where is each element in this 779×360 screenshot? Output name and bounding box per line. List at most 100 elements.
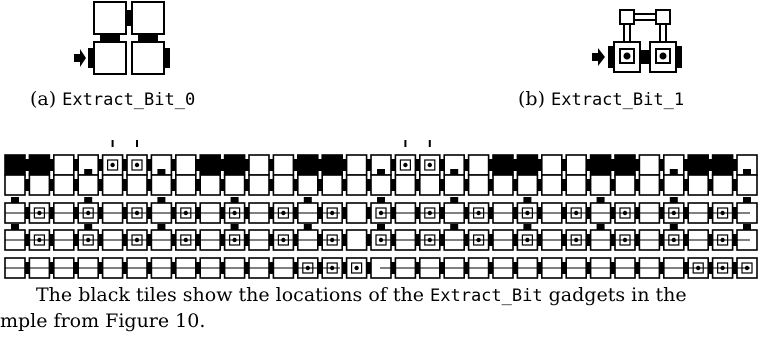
glue	[683, 159, 688, 171]
vertical-glue	[11, 169, 19, 175]
inner-dot	[403, 162, 408, 168]
tile	[199, 154, 221, 176]
tile	[418, 174, 441, 196]
tile	[565, 174, 588, 196]
glue	[342, 234, 347, 246]
vertical-glue	[11, 197, 19, 203]
tile	[345, 154, 368, 176]
glue	[49, 179, 54, 191]
glue	[732, 159, 737, 171]
tile	[199, 174, 221, 196]
tile	[662, 174, 685, 196]
glue	[537, 179, 542, 191]
glue	[439, 179, 444, 191]
glue	[464, 179, 469, 191]
vertical-glue	[84, 197, 93, 203]
tile	[443, 174, 466, 196]
glue-middle	[640, 50, 650, 64]
extract-bit-1-diagram	[592, 9, 682, 73]
vertical-glue	[523, 224, 532, 230]
glue	[415, 159, 420, 171]
caption-b: (b)Extract_Bit_1	[518, 88, 684, 110]
glue	[659, 179, 664, 191]
glue	[391, 159, 395, 171]
vertical-glue	[11, 224, 19, 230]
vertical-glue	[523, 169, 532, 175]
vertical-glue	[450, 197, 459, 203]
tile	[467, 154, 490, 176]
tile-bottom-left	[93, 41, 127, 75]
glue-input	[88, 48, 94, 68]
tile	[467, 174, 490, 196]
caption-line-1: The black tiles show the locations of th…	[0, 283, 779, 309]
tile	[614, 154, 636, 176]
glue	[342, 159, 347, 171]
small-tile-right	[655, 9, 671, 25]
glue	[513, 159, 517, 171]
glue	[195, 159, 200, 171]
tile	[736, 174, 758, 196]
tile	[540, 154, 563, 176]
tile	[540, 174, 563, 196]
glue	[439, 159, 444, 171]
tile	[175, 174, 197, 196]
glue	[561, 159, 566, 171]
tile	[4, 174, 26, 196]
glue	[342, 262, 347, 274]
tile	[711, 154, 734, 176]
input-arrow-icon	[592, 48, 605, 66]
glue	[195, 179, 200, 191]
glue	[415, 179, 420, 191]
tile-top-right	[131, 1, 165, 35]
glue	[293, 159, 298, 171]
glue	[391, 179, 395, 191]
vertical-glue	[377, 169, 385, 175]
tile	[77, 174, 99, 196]
vertical-glue	[450, 169, 459, 175]
caption-line-2: mple from Figure 10.	[0, 310, 206, 332]
inner-dot	[354, 265, 359, 271]
tile	[272, 174, 295, 196]
vertical-glue	[230, 169, 239, 175]
caption-line-1-code: Extract_Bit	[430, 286, 543, 306]
glue	[586, 179, 591, 191]
glue	[244, 179, 249, 191]
inner-dot	[110, 162, 115, 168]
glue	[683, 179, 688, 191]
tile	[52, 154, 75, 176]
glue	[464, 159, 469, 171]
glue	[586, 159, 591, 171]
stem-left	[623, 23, 631, 43]
vertical-glue	[669, 197, 678, 203]
glue	[635, 179, 639, 191]
vertical-glue	[157, 197, 166, 203]
tile	[296, 174, 319, 196]
vertical-glue	[377, 224, 385, 230]
glue	[122, 159, 127, 171]
vertical-glue	[157, 224, 166, 230]
glue	[488, 159, 493, 171]
vertical-glue	[377, 197, 385, 203]
glue	[610, 159, 615, 171]
vertical-glue	[596, 169, 605, 175]
tile	[28, 174, 51, 196]
vertical-glue	[743, 169, 751, 175]
glue	[293, 179, 298, 191]
tile	[321, 154, 344, 176]
vertical-glue	[303, 169, 312, 175]
glue-top	[125, 10, 133, 26]
glue	[171, 179, 176, 191]
caption-b-name: Extract_Bit_1	[551, 90, 685, 110]
tile	[321, 174, 344, 196]
gadget-location-diagram	[4, 140, 758, 279]
glue	[171, 159, 176, 171]
vertical-glue	[596, 197, 605, 203]
glue	[659, 159, 664, 171]
figure-caption-text: The black tiles show the locations of th…	[0, 283, 779, 334]
tile	[126, 174, 148, 196]
tile	[370, 174, 392, 196]
tile	[101, 174, 124, 196]
glue	[25, 179, 29, 191]
glue	[366, 179, 371, 191]
caption-line-1-post: gadgets in the	[542, 284, 687, 306]
